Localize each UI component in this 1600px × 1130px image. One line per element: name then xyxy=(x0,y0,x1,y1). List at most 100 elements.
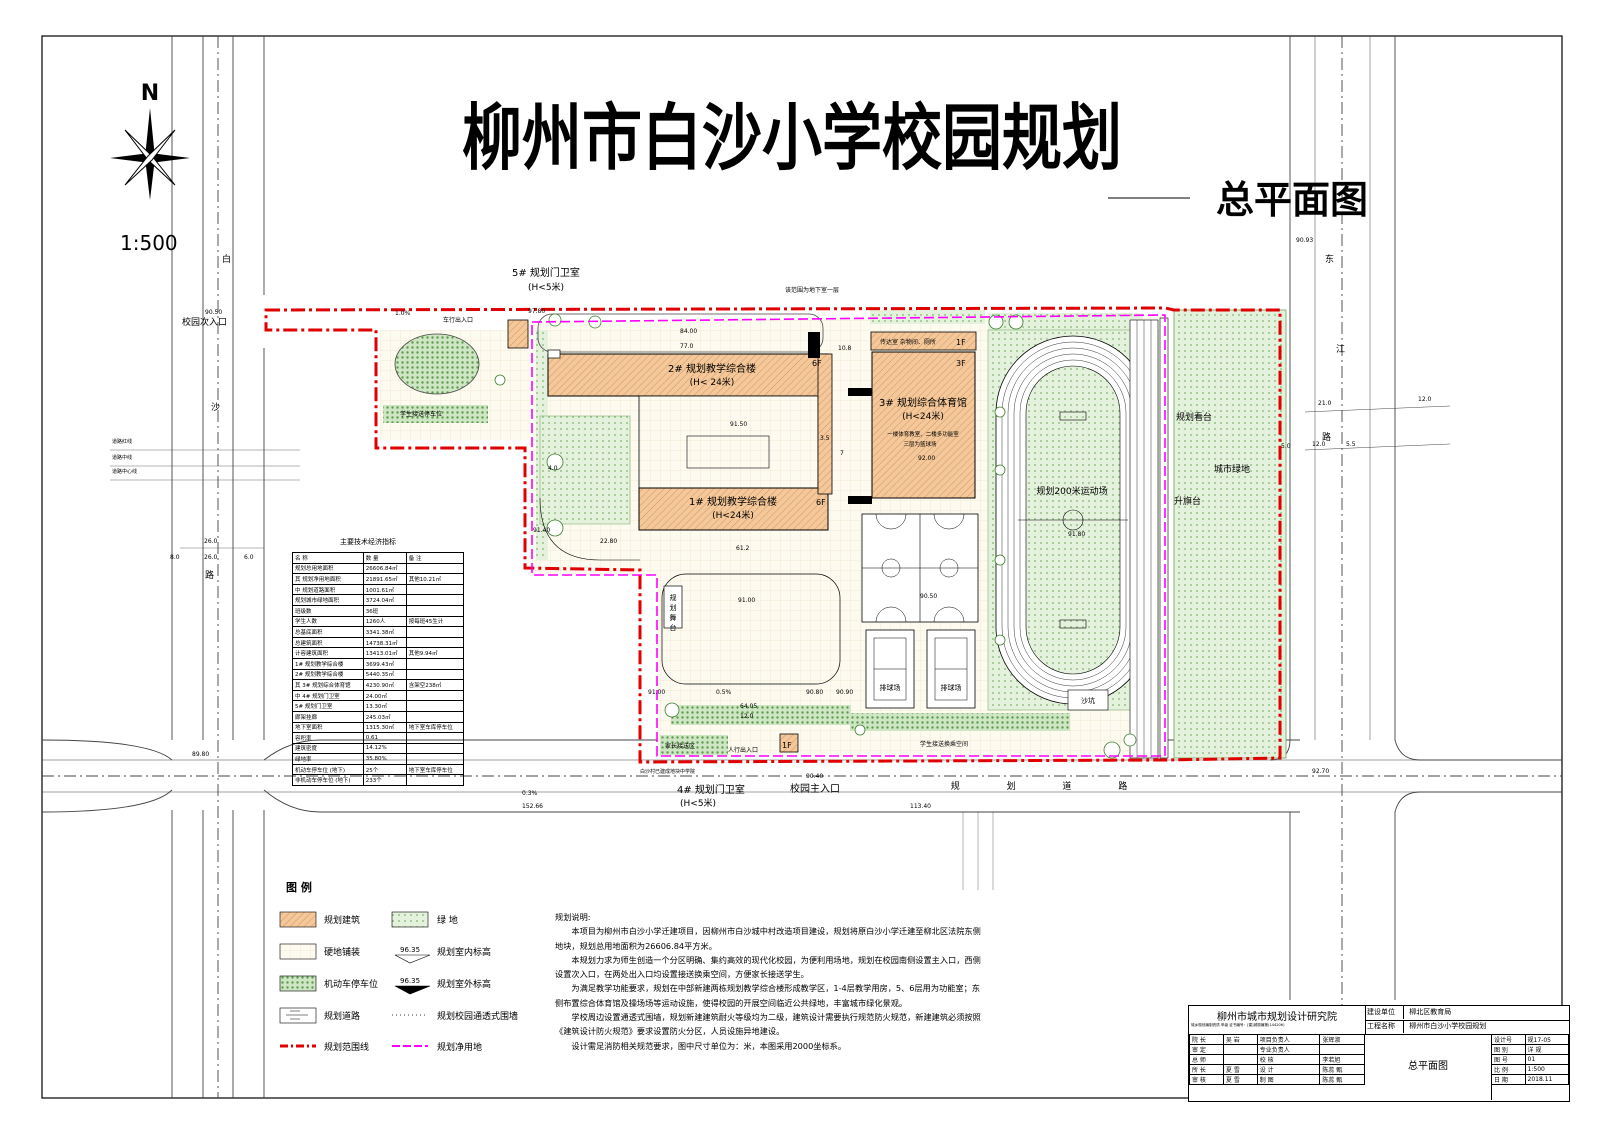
dim-label: 12.0 xyxy=(740,713,754,720)
top-strip-label: 传达室 杂物间、厕所 xyxy=(880,338,936,346)
legend-item: 绿 地 xyxy=(437,914,458,926)
dim-label: 61.2 xyxy=(736,545,750,552)
north-label: N xyxy=(141,81,159,106)
role-row: 院 长吴 岩项目负责人张辉淑 xyxy=(1189,1034,1365,1045)
meta-cell: 规17-05 xyxy=(1524,1034,1570,1045)
econ-cell: 学生人数 xyxy=(292,615,364,628)
econ-cell: 总基底面积 xyxy=(292,626,364,638)
drawing-name: 总平面图 xyxy=(1365,1034,1492,1100)
dim-label: 84.00 xyxy=(680,328,697,335)
connector xyxy=(817,353,833,495)
project-label: 工程名称 xyxy=(1365,1020,1404,1033)
track-label: 规划200米运动场 xyxy=(1036,485,1107,497)
legend-item: 规划建筑 xyxy=(324,914,360,926)
role-cell: 设 计 xyxy=(1256,1064,1321,1075)
meta-row: 图 别详 规 xyxy=(1491,1044,1570,1055)
bottom-road-label: 规 划 道 路 xyxy=(951,780,1150,792)
meta-cell: 比 例 xyxy=(1491,1064,1526,1075)
parking-roundabout xyxy=(394,333,480,395)
south-note: 白沙村已建成地块中学院 xyxy=(640,768,695,775)
role-cell: 制 图 xyxy=(1256,1074,1321,1085)
econ-cell: 36班 xyxy=(362,604,407,617)
elev-label: 92.00 xyxy=(918,455,935,462)
role-cell: 夏 雪 xyxy=(1222,1064,1258,1075)
dim-label: 8.0 xyxy=(170,554,180,561)
meta-cell: 01 xyxy=(1524,1054,1570,1065)
bldg3-note2: 三层为篮球场 xyxy=(903,440,937,448)
econ-cell xyxy=(405,753,465,765)
planning-boundary xyxy=(264,306,1282,764)
dim-label: 22.80 xyxy=(600,538,617,545)
dim-label: 6.0 xyxy=(244,554,254,561)
bldg1-height: (H<24米) xyxy=(712,509,754,521)
compass: N xyxy=(110,81,190,200)
role-cell: 吴 岩 xyxy=(1222,1034,1258,1045)
econ-cell: 5# 规划门卫室 xyxy=(292,700,364,712)
bldg3-height: (H<24米) xyxy=(902,410,944,422)
econ-cell: 233个 xyxy=(362,774,407,787)
right-road-label-1: 东 xyxy=(1325,253,1334,265)
legend-item: 规划净用地 xyxy=(437,1041,482,1053)
dim-label: 77.0 xyxy=(680,343,694,350)
floor-6f-a: 6F xyxy=(812,359,822,368)
dim-label: 0.3% xyxy=(522,790,538,797)
econ-header-row: 名 称 数 量 备 注 xyxy=(292,552,465,564)
econ-row: 非机动车停车位 (地下)233个 xyxy=(292,774,465,787)
econ-cell: 班级数 xyxy=(292,604,364,617)
legend-item: 规划室内标高 xyxy=(437,946,491,958)
north-strip-building xyxy=(870,331,977,351)
floor-3f: 3F xyxy=(956,359,966,368)
econ-cell: 1315.30㎡ xyxy=(362,721,407,734)
econ-cell xyxy=(405,732,465,744)
role-cell xyxy=(1319,1044,1365,1055)
elev-label: 90.93 xyxy=(1296,237,1313,244)
econ-header-cell: 名 称 xyxy=(292,552,364,564)
role-cell: 总 师 xyxy=(1189,1054,1224,1065)
page-subtitle: 总平面图 xyxy=(1216,178,1368,222)
west-parking-label: 学生接送停车位 xyxy=(400,410,442,418)
meta-cell: 1:500 xyxy=(1524,1064,1570,1075)
elev-label: 97.80 xyxy=(528,308,545,315)
econ-cell: 13413.01㎡ xyxy=(362,647,407,659)
trees xyxy=(494,313,1137,759)
role-cell: 张辉淑 xyxy=(1319,1034,1365,1045)
planning-notes: 规划说明: 本项目为柳州市白沙小学迁建项目，因柳州市白沙城中村改造项目建设，规划… xyxy=(555,910,985,1053)
courtyard xyxy=(638,395,819,489)
elev-label: 90.40 xyxy=(806,773,823,780)
dim-label: 0.5% xyxy=(716,689,732,696)
role-cell: 陈蕊 甄 xyxy=(1319,1064,1365,1075)
econ-cell: 中 4# 规划门卫室 xyxy=(292,689,364,702)
econ-cell: 容积率 xyxy=(292,732,364,744)
building-1 xyxy=(638,487,829,531)
role-row: 所 长夏 雪设 计陈蕊 甄 xyxy=(1189,1064,1365,1075)
building-2 xyxy=(547,353,829,397)
dim-label: 5.5 xyxy=(1346,441,1356,448)
legend-item: 机动车停车位 xyxy=(324,978,378,990)
floor-6f-b: 6F xyxy=(816,498,826,507)
left-road-label-2: 沙 xyxy=(211,402,220,413)
econ-cell: 1001.61㎡ xyxy=(362,583,407,596)
econ-cell: 1# 规划教学综合楼 xyxy=(292,657,364,670)
dim-label: 64.05 xyxy=(740,703,757,710)
dim-label: 113.40 xyxy=(910,803,931,810)
bldg1-title: 1# 规划教学综合楼 xyxy=(689,495,777,508)
econ-cell xyxy=(405,742,465,755)
elev-label: 91.40 xyxy=(533,527,550,534)
econ-cell: 13.30㎡ xyxy=(362,700,407,712)
stand xyxy=(1159,317,1169,759)
econ-cell xyxy=(405,562,465,575)
notes-paragraph: 本规划力求为师生创造一个分区明确、集约高效的现代化校园，为便利用场地，规划在校园… xyxy=(555,954,981,980)
econ-cell: 1260人 xyxy=(362,615,407,628)
econ-cell: 地下室面积 xyxy=(292,721,364,734)
side-entrance-label: 校园次入口 xyxy=(182,316,227,328)
bldg2-height: (H< 24米) xyxy=(690,376,735,388)
road-line-label-1: 道路红线 xyxy=(112,438,132,445)
